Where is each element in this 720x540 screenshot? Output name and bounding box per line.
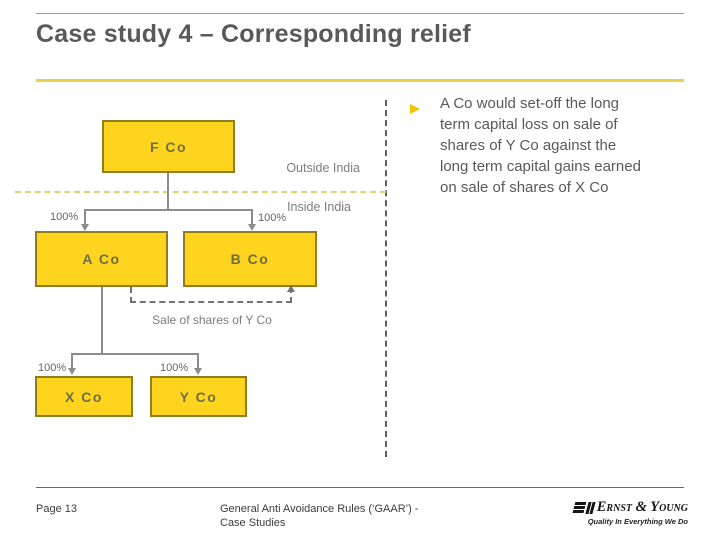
ownership-pct-b: 100% (258, 212, 287, 224)
bullet-triangle-icon (410, 104, 420, 114)
india-border-dashed-line (15, 191, 386, 193)
arrow-down-icon (194, 368, 202, 375)
sale-of-shares-label: Sale of shares of Y Co (152, 313, 272, 327)
diagram-node-a-co: A Co (35, 231, 168, 287)
connector-xco-drop (71, 353, 73, 369)
arrow-down-icon (68, 368, 76, 375)
footer-doc-title: General Anti Avoidance Rules (‘GAAR’) - … (220, 503, 419, 529)
ey-logo-tagline: Quality In Everything We Do (587, 517, 688, 526)
ownership-pct-a: 100% (50, 211, 79, 223)
connector-aco-branch (71, 353, 199, 355)
diagram-node-f-co: F Co (102, 120, 235, 173)
page-number: Page 13 (36, 503, 77, 515)
connector-yco-drop (197, 353, 199, 369)
arrow-down-icon (81, 224, 89, 231)
connector-aco-stem (101, 287, 103, 355)
arrow-up-icon (287, 285, 295, 292)
footer-divider (36, 487, 684, 488)
diagram-node-y-co: Y Co (150, 376, 247, 417)
sale-dashed-connector (130, 287, 292, 303)
ernst-young-logo: Ernst & Young Quality In Everything We D… (556, 499, 688, 526)
diagram-node-x-co: X Co (35, 376, 133, 417)
ownership-pct-x: 100% (38, 362, 67, 374)
inside-india-label: Inside India (287, 200, 351, 214)
ey-mark-icon (585, 501, 596, 514)
vertical-dashed-divider (385, 100, 387, 457)
connector-aco-drop (84, 209, 86, 225)
ownership-pct-y: 100% (160, 362, 189, 374)
connector-bco-drop (251, 209, 253, 225)
ey-mark-icon (572, 502, 587, 513)
connector-fco-stem (167, 173, 169, 210)
title-underline (36, 79, 684, 82)
bullet-text: A Co would set-off the long term capital… (440, 95, 641, 196)
ey-logo-name: Ernst & Young (596, 499, 688, 515)
outside-india-label: Outside India (286, 161, 360, 175)
top-divider (36, 13, 684, 14)
page-title: Case study 4 – Corresponding relief (36, 20, 471, 48)
arrow-down-icon (248, 224, 256, 231)
connector-fco-branch (84, 209, 253, 211)
diagram-node-b-co: B Co (183, 231, 317, 287)
